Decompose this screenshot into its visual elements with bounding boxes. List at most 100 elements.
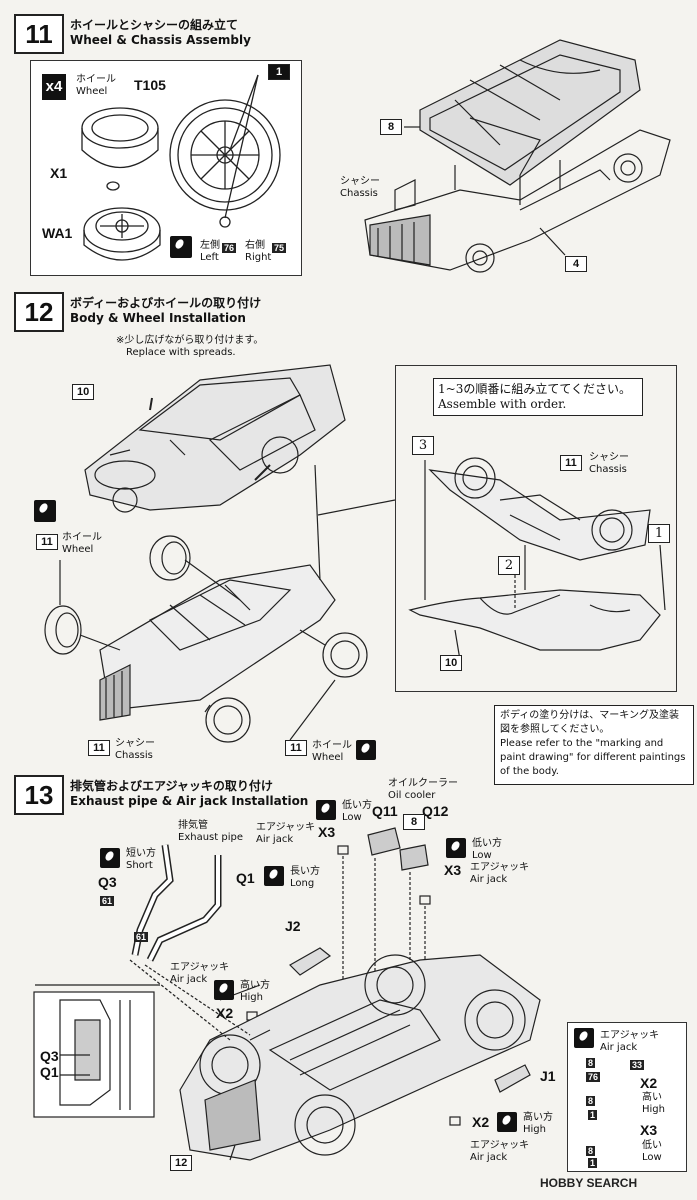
paint-icon-high	[214, 980, 234, 1000]
body-ref-10-tag: 10	[72, 384, 95, 400]
legend-paint-icon	[574, 1028, 594, 1048]
airjack-en-3: Air jack	[170, 974, 208, 985]
x1-label: X1	[50, 165, 68, 181]
step-11-number: 11	[14, 14, 64, 54]
paint-icon-long	[264, 866, 284, 886]
qty-badge: x4	[42, 74, 66, 100]
ref-61a-tag: 61	[100, 896, 115, 906]
x3-label: X3	[318, 824, 336, 840]
chassis-label-en: Chassis	[340, 188, 378, 199]
assembly-order-panel	[395, 365, 677, 692]
high-en: High	[240, 992, 263, 1003]
paint-icon-12	[34, 500, 56, 522]
low-jp-2: 低い方	[472, 838, 502, 849]
j1-label: J1	[540, 1068, 556, 1084]
airjack-en-1: Air jack	[256, 834, 294, 845]
inset-q3-label: Q3	[40, 1048, 59, 1064]
right-en: Right	[245, 252, 272, 263]
legend-8a-tag: 8	[586, 1058, 596, 1068]
long-jp: 長い方	[290, 866, 320, 877]
ref-8-tag: 8	[403, 814, 425, 830]
right-color-tag: 75	[272, 243, 287, 253]
oilcooler-jp: オイルクーラー	[388, 778, 458, 789]
detail-chassis-en: Chassis	[589, 464, 627, 475]
watermark: HOBBY SEARCH	[540, 1176, 638, 1190]
legend-low-en: Low	[642, 1152, 662, 1163]
short-en: Short	[126, 860, 153, 871]
airjack-en-4: Air jack	[470, 1152, 508, 1163]
exhaust-en: Exhaust pipe	[178, 832, 243, 843]
paint-icon-low	[316, 800, 336, 820]
order-note-en: Assemble with order.	[438, 397, 567, 411]
legend-x3-label: X3	[640, 1122, 658, 1138]
assembly-order-note: 1~3の順番に組み立ててください。 Assemble with order.	[433, 378, 643, 416]
wa1-label: WA1	[42, 225, 73, 241]
low-en-2: Low	[472, 850, 492, 861]
airjack-jp-2: エアジャッキ	[470, 862, 530, 873]
chassis-ref-4-tag: 4	[565, 256, 587, 272]
legend-x2-label: X2	[640, 1075, 658, 1091]
left-color-tag: 76	[222, 243, 237, 253]
chassis-en-12: Chassis	[115, 750, 153, 761]
ref-61b-tag: 61	[134, 932, 149, 942]
paint-icon-high-2	[497, 1112, 517, 1132]
paint-scheme-note: ボディの塗り分けは、マーキング及塗装図を参照してください。 Please ref…	[494, 705, 694, 785]
step-12-number: 12	[14, 292, 64, 332]
wheel-jp-12b: ホイール	[312, 740, 352, 751]
paint-icon-short	[100, 848, 120, 868]
q1-label: Q1	[236, 870, 255, 886]
x2-label: X2	[216, 1005, 234, 1021]
tire-part-label: T105	[134, 77, 166, 93]
detail-body-ref-tag: 10	[440, 655, 463, 671]
right-jp: 右側	[245, 240, 265, 251]
paint-note-en: Please refer to the "marking and paint d…	[500, 738, 686, 777]
wheel-en-12: Wheel	[62, 544, 94, 555]
paint-note-jp: ボディの塗り分けは、マーキング及塗装図を参照してください。	[500, 710, 679, 735]
wheel-ref-11-tag: 11	[36, 534, 58, 550]
high-jp-2: 高い方	[523, 1112, 553, 1123]
step-12-title-jp: ボディーおよびホイールの取り付け	[70, 296, 262, 310]
legend-76-tag: 76	[586, 1072, 601, 1082]
low-en: Low	[342, 812, 362, 823]
legend-8c-tag: 8	[586, 1146, 596, 1156]
order-1-tag: 1	[648, 524, 670, 543]
high-jp: 高い方	[240, 980, 270, 991]
step-13-title-en: Exhaust pipe & Air jack Installation	[70, 794, 309, 808]
step-12-title-en: Body & Wheel Installation	[70, 311, 246, 325]
q12-label: Q12	[422, 803, 449, 819]
wheel-ref-11b-tag: 11	[285, 740, 307, 756]
exhaust-jp: 排気管	[178, 820, 208, 831]
wheel-label-jp: ホイール	[76, 74, 116, 85]
inset-q1-label: Q1	[40, 1064, 59, 1080]
oilcooler-en: Oil cooler	[388, 790, 436, 801]
legend-high-jp: 高い	[642, 1092, 662, 1103]
wheel-jp-12: ホイール	[62, 532, 102, 543]
order-note-jp: 1~3の順番に組み立ててください。	[438, 382, 631, 396]
legend-8b-tag: 8	[586, 1096, 596, 1106]
airjack-jp-4: エアジャッキ	[470, 1140, 530, 1151]
chassis-ref-11-tag: 11	[88, 740, 110, 756]
detail-chassis-jp: シャシー	[589, 452, 629, 463]
step-13-title-jp: 排気管およびエアジャッキの取り付け	[70, 779, 273, 793]
chassis-label-jp: シャシー	[340, 176, 380, 187]
step-11-title-en: Wheel & Chassis Assembly	[70, 33, 251, 47]
left-jp: 左側	[200, 240, 220, 251]
short-jp: 短い方	[126, 848, 156, 859]
j2-label: J2	[285, 918, 301, 934]
airjack-en-2: Air jack	[470, 874, 508, 885]
airjack-jp-1: エアジャッキ	[256, 822, 316, 833]
x3b-label: X3	[444, 862, 462, 878]
legend-high-en: High	[642, 1104, 665, 1115]
spread-note-en: Replace with spreads.	[126, 347, 236, 358]
wheel-label-en: Wheel	[76, 86, 108, 97]
detail-chassis-ref-tag: 11	[560, 455, 582, 471]
low-jp: 低い方	[342, 800, 372, 811]
legend-low-jp: 低い	[642, 1140, 662, 1151]
legend-airjack-en: Air jack	[600, 1042, 638, 1053]
order-2-tag: 2	[498, 556, 520, 575]
chassis-jp-12: シャシー	[115, 738, 155, 749]
step-13-number: 13	[14, 775, 64, 815]
high-en-2: High	[523, 1124, 546, 1135]
q3-label: Q3	[98, 874, 117, 890]
